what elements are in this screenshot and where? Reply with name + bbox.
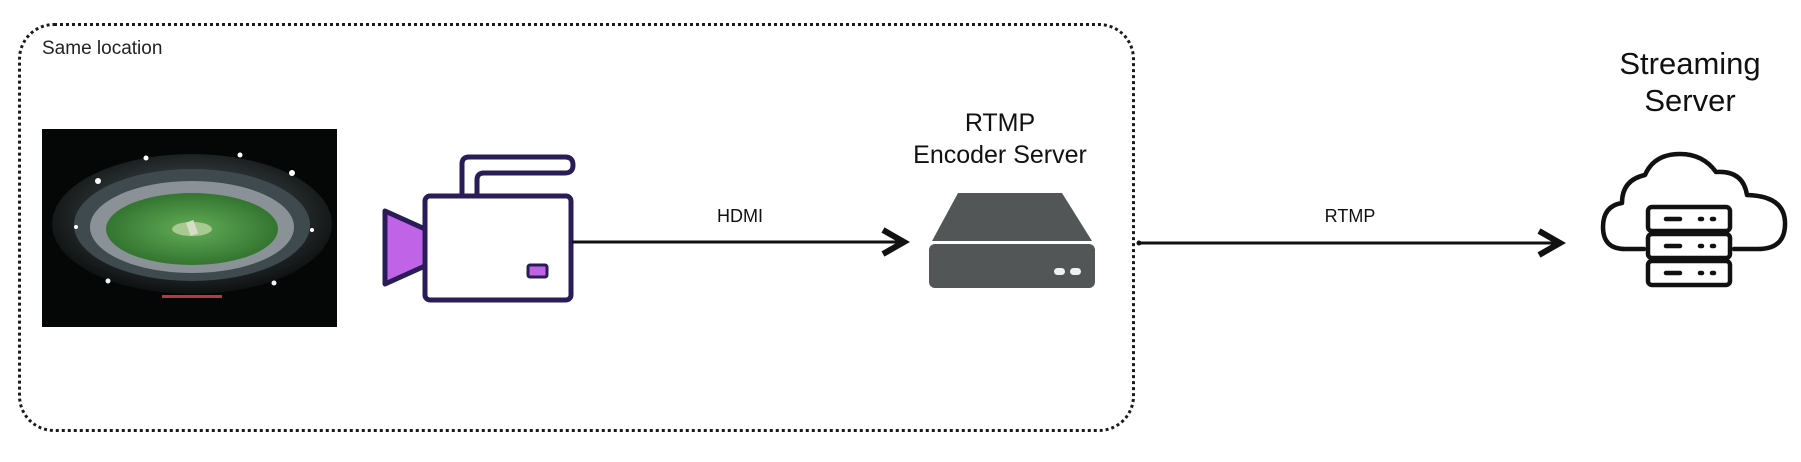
same-location-group: [18, 23, 1135, 432]
encoder-label-line1: RTMP: [964, 109, 1036, 137]
streaming-label-line1: Streaming: [1619, 46, 1761, 81]
edge-rtmp-label: RTMP: [1324, 206, 1376, 226]
location-label: Same location: [42, 38, 163, 59]
streaming-label-line2: Server: [1644, 83, 1736, 119]
edge-hdmi-label: HDMI: [717, 206, 763, 226]
video-camera-icon: [382, 154, 576, 303]
encoder-box-icon: [929, 193, 1095, 288]
streaming-server-label: Streaming Server: [1565, 45, 1801, 119]
cloud-server-icon: [1600, 151, 1788, 288]
stadium-photo: [42, 129, 337, 327]
encoder-server-label: RTMP Encoder Server: [880, 107, 1120, 171]
encoder-label-line2: Encoder Server: [913, 141, 1087, 169]
